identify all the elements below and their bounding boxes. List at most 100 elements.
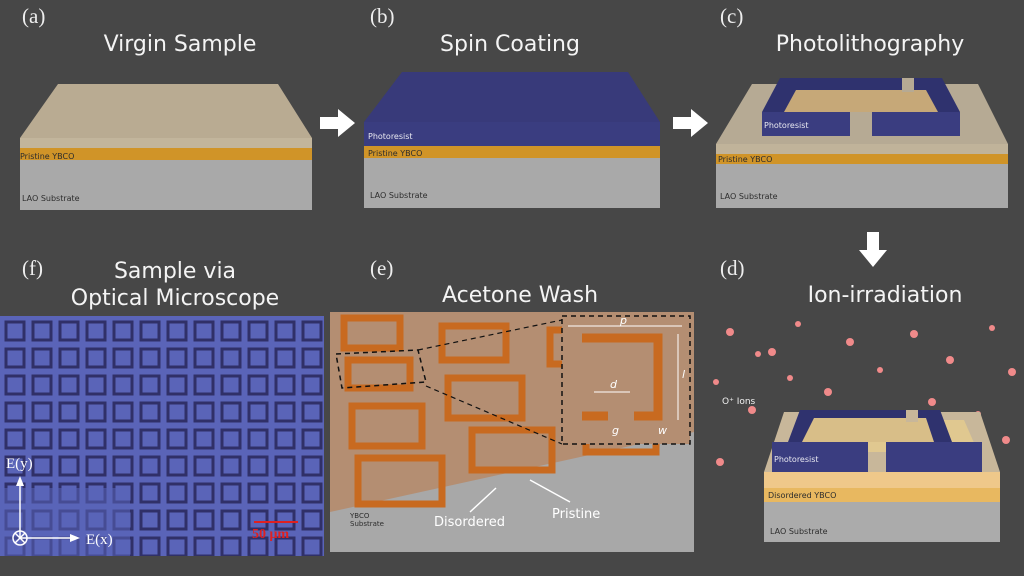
srr-cell — [139, 455, 161, 477]
panel-c-label: (c) — [720, 4, 744, 28]
pristine-label: Pristine — [552, 507, 600, 522]
srr-cell — [139, 482, 161, 504]
srr-cell — [139, 347, 161, 369]
srr-cell — [220, 455, 242, 477]
srr-cell — [301, 347, 323, 369]
srr-cell — [274, 401, 296, 423]
srr-cell — [85, 374, 107, 396]
panel-b-spin-coated-sample: Photoresist Pristine YBCO LAO Substrate — [360, 70, 670, 215]
srr-cell — [274, 320, 296, 342]
srr-cell — [112, 428, 134, 450]
srr-cell — [220, 482, 242, 504]
srr-cell — [301, 428, 323, 450]
ions-label: O⁺ Ions — [722, 397, 756, 407]
srr-cell — [112, 455, 134, 477]
panel-e-title: Acetone Wash — [441, 283, 599, 308]
panel-b-substrate-label: LAO Substrate — [370, 191, 428, 200]
panel-c-title: Photolithography — [775, 32, 965, 57]
panel-d-substrate-label: LAO Substrate — [770, 527, 828, 536]
srr-cell — [31, 374, 53, 396]
srr-cell — [85, 401, 107, 423]
panel-b-label: (b) — [370, 4, 395, 28]
srr-cell — [274, 347, 296, 369]
srr-cell — [139, 509, 161, 531]
srr-cell — [247, 482, 269, 504]
srr-cell — [220, 374, 242, 396]
srr-cell — [166, 374, 188, 396]
srr-cell — [139, 428, 161, 450]
srr-cell — [4, 455, 26, 477]
panel-d-resist-label: Photoresist — [774, 455, 819, 464]
srr-cell — [193, 320, 215, 342]
panel-c-resist-label: Photoresist — [764, 121, 809, 130]
arrow-right-icon — [320, 108, 356, 143]
panel-a-ybco-label: Pristine YBCO — [20, 152, 74, 161]
srr-cell — [31, 401, 53, 423]
panel-e-substrate-label: Substrate — [350, 520, 384, 528]
arrow-down-icon — [858, 232, 888, 273]
srr-cell — [193, 347, 215, 369]
srr-cell — [112, 401, 134, 423]
arrow-right-icon — [673, 108, 709, 143]
srr-cell — [166, 482, 188, 504]
panel-f-title: Sample via Optical Microscope — [60, 258, 290, 312]
panel-f-microscope-image: E(y) E(x) 50 μm — [0, 316, 324, 561]
arrow-up-icon — [16, 476, 24, 486]
panel-f-title-line2: Optical Microscope — [70, 286, 280, 311]
arrow-right-icon — [70, 534, 80, 542]
panel-e-acetone-wash: p l d g w YBCO Substrate Disordered Pris… — [330, 312, 694, 557]
srr-cell — [301, 455, 323, 477]
srr-cell — [193, 428, 215, 450]
srr-cell — [247, 428, 269, 450]
axis-y-label: E(y) — [6, 456, 33, 472]
srr-cell — [31, 320, 53, 342]
srr-cell — [139, 320, 161, 342]
dim-w: w — [658, 424, 667, 437]
panel-e-label: (e) — [370, 256, 394, 280]
srr-cell — [301, 374, 323, 396]
dim-g: g — [612, 424, 619, 437]
panel-d-title: Ion-irradiation — [807, 283, 963, 308]
srr-cell — [274, 428, 296, 450]
srr-cell — [193, 401, 215, 423]
panel-f-label: (f) — [22, 256, 43, 280]
srr-cell — [112, 374, 134, 396]
srr-cell — [274, 374, 296, 396]
srr-cell — [166, 401, 188, 423]
srr-cell — [4, 401, 26, 423]
srr-cell — [58, 320, 80, 342]
srr-cell — [247, 374, 269, 396]
srr-cell — [247, 401, 269, 423]
srr-cell — [193, 509, 215, 531]
srr-cell — [274, 455, 296, 477]
panel-a-substrate-label: LAO Substrate — [22, 194, 80, 203]
srr-cell — [139, 401, 161, 423]
panel-b-resist-label: Photoresist — [368, 132, 413, 141]
srr-cell — [220, 428, 242, 450]
srr-cell — [85, 320, 107, 342]
panel-e-ybco-label: YBCO — [349, 512, 370, 520]
panel-b-ybco-label: Pristine YBCO — [368, 149, 422, 158]
srr-cell — [4, 374, 26, 396]
srr-cell — [220, 401, 242, 423]
srr-cell — [58, 374, 80, 396]
disordered-label: Disordered — [434, 515, 505, 530]
srr-cell — [193, 374, 215, 396]
srr-cell — [58, 428, 80, 450]
srr-cell — [85, 455, 107, 477]
cross-circle-icon — [12, 530, 28, 546]
srr-cell — [58, 347, 80, 369]
srr-cell — [247, 320, 269, 342]
panel-f-title-line1: Sample via — [113, 259, 237, 284]
srr-cell — [247, 455, 269, 477]
scale-bar-label: 50 μm — [252, 527, 289, 542]
srr-cell — [301, 401, 323, 423]
srr-cell — [166, 428, 188, 450]
panel-a-label: (a) — [22, 4, 46, 28]
panel-c-ybco-label: Pristine YBCO — [718, 155, 772, 164]
srr-cell — [4, 428, 26, 450]
srr-cell — [166, 347, 188, 369]
srr-cell — [166, 509, 188, 531]
dim-d: d — [610, 378, 618, 391]
srr-cell — [301, 320, 323, 342]
